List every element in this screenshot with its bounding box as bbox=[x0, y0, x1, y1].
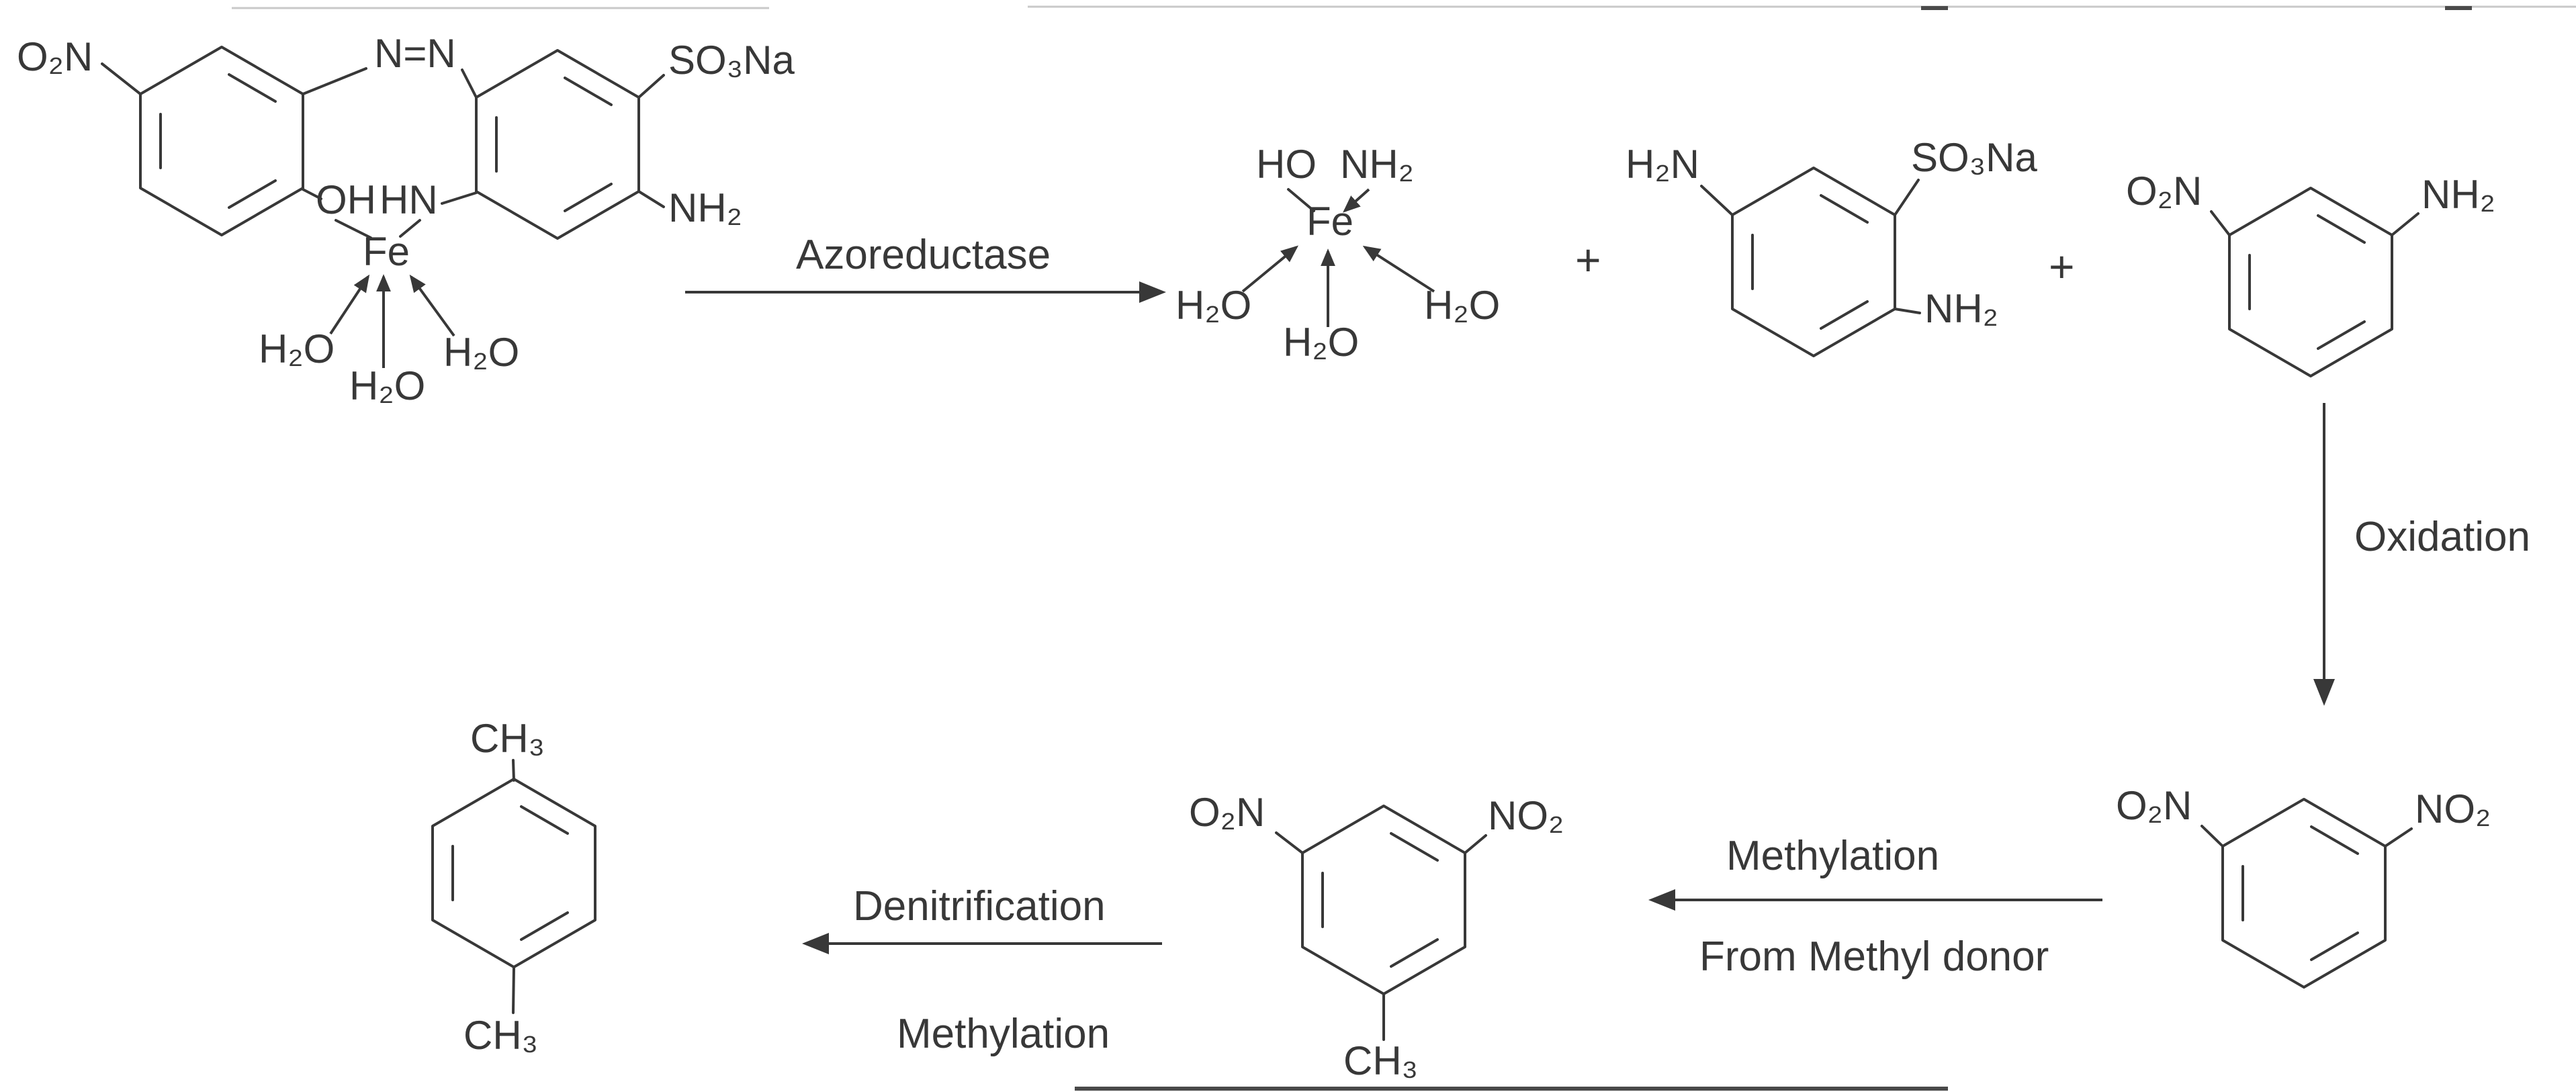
bond bbox=[2391, 212, 2419, 236]
bond bbox=[302, 188, 322, 200]
benzene-ring bbox=[139, 46, 304, 236]
h2o-label: H₂O bbox=[1283, 320, 1359, 365]
oxidation-label: Oxidation bbox=[2354, 514, 2530, 560]
bond bbox=[302, 67, 367, 95]
coordination-bond bbox=[335, 219, 372, 239]
bond bbox=[2210, 210, 2231, 236]
benzene-ring bbox=[2228, 187, 2393, 377]
methylation-label: Methylation bbox=[897, 1011, 1110, 1057]
denitrification-reaction: Denitrification Methylation bbox=[802, 883, 1162, 1057]
nitroaniline-structure: O₂N NH₂ bbox=[2126, 169, 2495, 377]
plus-sign: + bbox=[2049, 242, 2075, 291]
dinitrobenzene-structure: O₂N NO₂ bbox=[2116, 783, 2491, 989]
double-bond-line bbox=[564, 77, 613, 106]
no2-label: NO₂ bbox=[1488, 793, 1564, 838]
so3na-label: SO₃Na bbox=[1911, 135, 2037, 180]
double-bond-line bbox=[2317, 214, 2366, 244]
bond bbox=[461, 69, 478, 99]
h2o-label: H₂O bbox=[349, 363, 425, 408]
double-bond-line bbox=[228, 73, 277, 103]
bond bbox=[441, 191, 478, 205]
o2n-label: O₂N bbox=[1189, 790, 1265, 835]
hn-label: HN bbox=[380, 177, 438, 222]
fe-label: Fe bbox=[1306, 199, 1353, 244]
double-bond-line bbox=[520, 805, 569, 835]
coordination-bond bbox=[399, 219, 421, 238]
ch3-label: CH₃ bbox=[470, 716, 545, 761]
azoreductase-label: Azoreductase bbox=[796, 232, 1051, 278]
azo-label: N=N bbox=[374, 31, 456, 76]
bond bbox=[1275, 831, 1304, 854]
denitrification-label: Denitrification bbox=[853, 883, 1106, 929]
bond bbox=[1894, 179, 1920, 216]
h2o-label: H₂O bbox=[443, 330, 519, 375]
double-bond-line bbox=[1390, 832, 1439, 862]
azo-dye-structure: O₂N N=N SO₃Na NH₂ OH HN Fe H₂O H₂O H₂O bbox=[17, 31, 795, 408]
double-bond-line bbox=[520, 911, 569, 941]
benzene-ring bbox=[2221, 798, 2387, 989]
benzene-ring bbox=[1731, 167, 1896, 357]
scan-artifact-lines bbox=[232, 5, 2576, 1091]
dative-bond-arrow bbox=[1362, 245, 1435, 293]
ho-label: HO bbox=[1256, 142, 1317, 187]
azoreductase-reaction: Azoreductase bbox=[685, 232, 1166, 303]
diamine-sulfonate-structure: H₂N SO₃Na NH₂ bbox=[1626, 135, 2037, 357]
nh2-label: NH₂ bbox=[1924, 286, 1998, 331]
dative-bond-arrow bbox=[409, 274, 455, 337]
oxidation-reaction: Oxidation bbox=[2313, 403, 2530, 706]
o2n-label: O₂N bbox=[2116, 783, 2192, 828]
ch3-label: CH₃ bbox=[463, 1013, 538, 1058]
so3na-label: SO₃Na bbox=[668, 38, 795, 83]
h2n-label: H₂N bbox=[1626, 142, 1699, 187]
dative-bond-arrow bbox=[329, 274, 370, 335]
bond bbox=[1894, 308, 1921, 314]
bond bbox=[101, 62, 142, 95]
methylation-label: Methylation bbox=[1726, 833, 1939, 879]
double-bond-line bbox=[228, 179, 277, 209]
bond bbox=[1464, 834, 1487, 854]
double-bond-line bbox=[2317, 320, 2366, 350]
double-bond-line bbox=[2310, 825, 2359, 855]
h2o-label: H₂O bbox=[1424, 283, 1500, 328]
iron-complex-structure: HO NH₂ Fe H₂O H₂O H₂O bbox=[1175, 142, 1500, 365]
no2-label: NO₂ bbox=[2415, 786, 2491, 831]
dative-bond-arrow bbox=[1241, 245, 1299, 293]
xylene-structure: CH₃ CH₃ bbox=[431, 716, 596, 1058]
double-bond-line bbox=[1820, 300, 1869, 330]
benzene-ring bbox=[475, 49, 640, 240]
bond bbox=[512, 759, 515, 782]
double-bond-line bbox=[1820, 194, 1869, 224]
double-bond-line bbox=[2310, 931, 2359, 961]
bond bbox=[2384, 827, 2413, 848]
methyl-donor-label: From Methyl donor bbox=[1699, 934, 2049, 980]
h2o-label: H₂O bbox=[259, 326, 335, 371]
bond bbox=[2201, 825, 2224, 848]
o2n-label: O₂N bbox=[17, 34, 93, 79]
bond bbox=[637, 74, 665, 99]
benzene-ring bbox=[1301, 805, 1466, 995]
benzene-ring bbox=[431, 778, 596, 968]
ch3-label: CH₃ bbox=[1343, 1038, 1418, 1083]
h2o-label: H₂O bbox=[1175, 283, 1251, 328]
bond bbox=[637, 190, 665, 208]
plus-sign: + bbox=[1575, 235, 1601, 285]
nh2-label: NH₂ bbox=[1340, 142, 1414, 187]
nh2-label: NH₂ bbox=[668, 185, 742, 230]
dative-bond-arrow bbox=[1343, 188, 1370, 213]
coordination-bond bbox=[1287, 188, 1315, 212]
dinitrotoluene-structure: O₂N NO₂ CH₃ bbox=[1189, 790, 1564, 1083]
o2n-label: O₂N bbox=[2126, 169, 2202, 214]
double-bond-line bbox=[1390, 938, 1439, 968]
methylation-reaction: Methylation From Methyl donor bbox=[1648, 833, 2102, 980]
double-bond-line bbox=[564, 183, 613, 212]
bond bbox=[512, 967, 515, 1014]
nh2-label: NH₂ bbox=[2422, 172, 2495, 217]
bond bbox=[1700, 185, 1734, 216]
oh-label: OH bbox=[316, 177, 376, 222]
